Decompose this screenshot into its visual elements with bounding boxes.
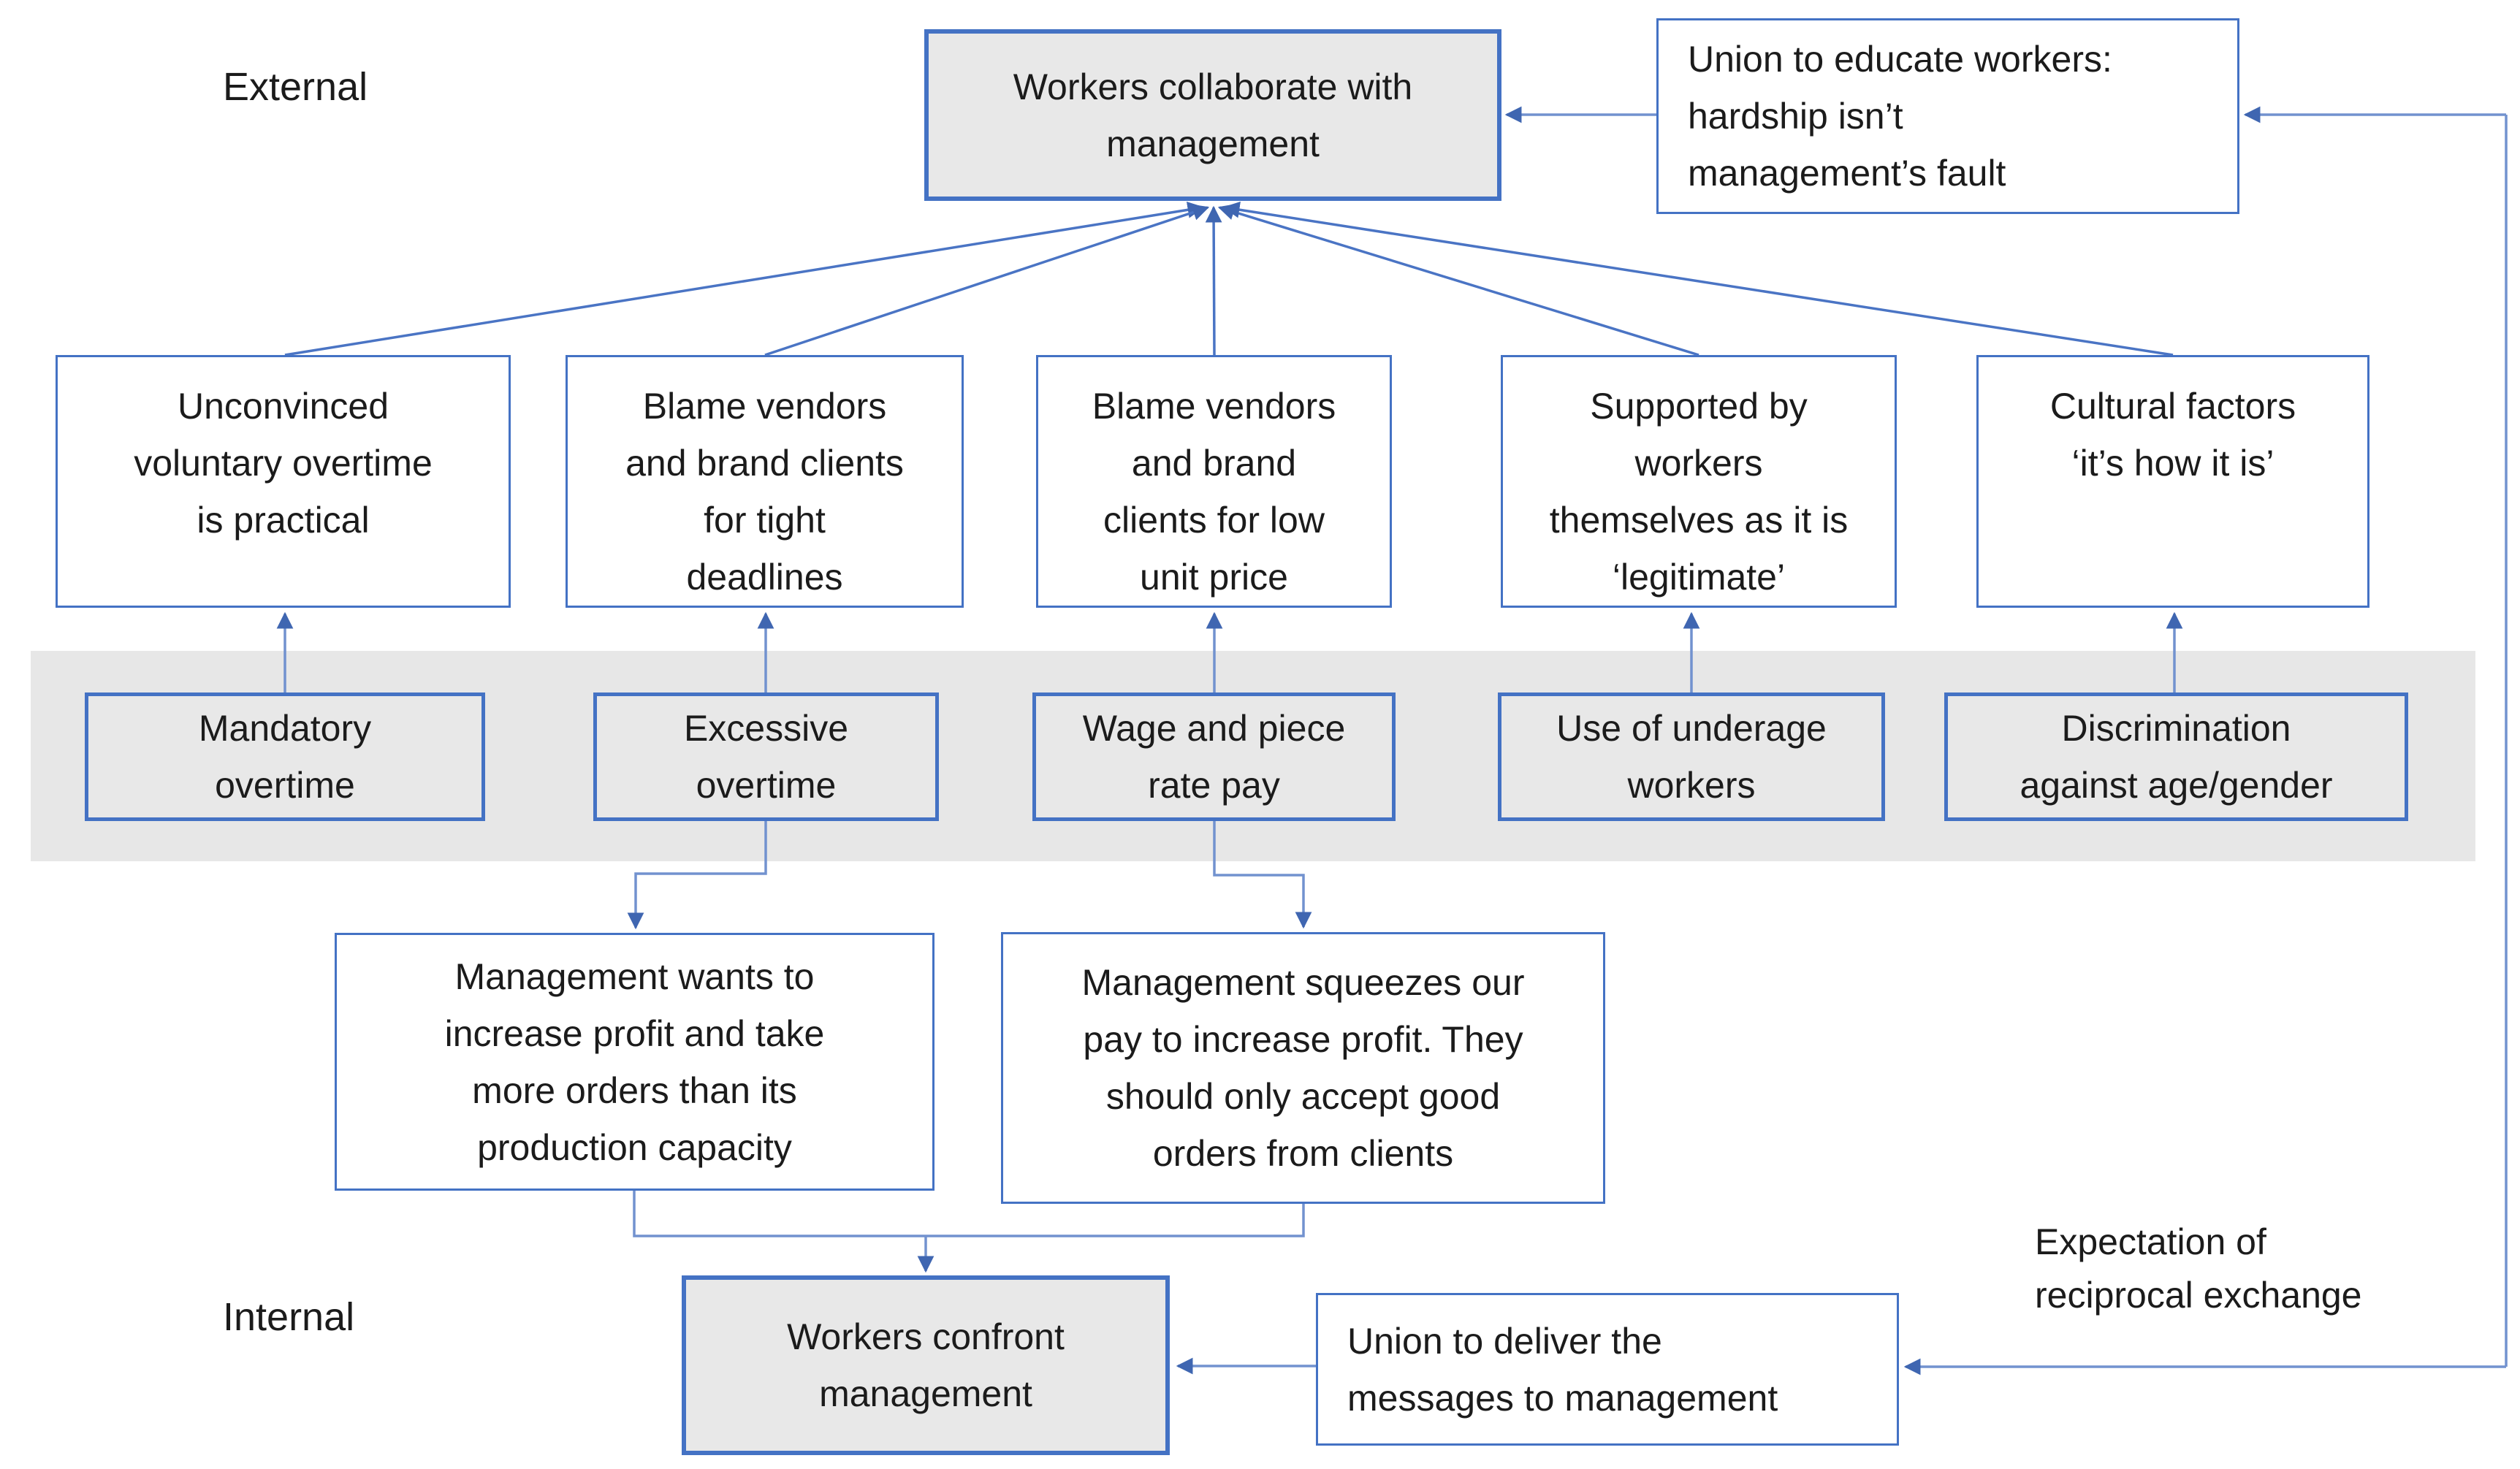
node-unconvinced: Unconvinced voluntary overtime is practi…	[56, 355, 511, 608]
node-blame-price: Blame vendors and brand clients for low …	[1036, 355, 1392, 608]
node-excessive-overtime: Excessive overtime	[593, 692, 939, 821]
node-supported: Supported by workers themselves as it is…	[1501, 355, 1897, 608]
node-mgmt-orders: Management wants to increase profit and …	[335, 933, 934, 1191]
node-workers-collaborate: Workers collaborate with management	[924, 29, 1501, 201]
external-label: External	[223, 65, 368, 109]
node-discrimination: Discrimination against age/gender	[1944, 692, 2408, 821]
expectation-label: Expectation of reciprocal exchange	[2035, 1221, 2362, 1316]
node-union-deliver: Union to deliver the messages to managem…	[1316, 1293, 1899, 1446]
node-underage-workers: Use of underage workers	[1498, 692, 1885, 821]
node-mandatory-overtime: Mandatory overtime	[85, 692, 485, 821]
internal-label: Internal	[223, 1295, 355, 1339]
connector-mgmt-merge	[633, 1191, 1305, 1237]
node-mgmt-squeeze: Management squeezes our pay to increase …	[1001, 932, 1605, 1204]
connector-excessive-to-mgmt-orders	[627, 821, 767, 930]
connector-blame-deadlines-to-collaborate	[764, 204, 1210, 356]
node-wage-piece-rate: Wage and piece rate pay	[1032, 692, 1396, 821]
connector-unconvinced-to-collaborate	[284, 202, 1205, 356]
connector-cultural-to-collaborate	[1222, 201, 2174, 356]
node-union-educate: Union to educate workers: hardship isn’t…	[1656, 18, 2239, 214]
connector-wage-to-mgmt-squeeze	[1213, 821, 1312, 929]
issue-up-connectors	[276, 611, 2183, 692]
node-cultural: Cultural factors ‘it’s how it is’	[1976, 355, 2369, 608]
node-blame-deadlines: Blame vendors and brand clients for tigh…	[566, 355, 964, 608]
connector-supported-to-collaborate	[1217, 204, 1699, 356]
node-workers-confront: Workers confront management	[682, 1275, 1170, 1455]
fan-connectors	[284, 201, 2174, 356]
